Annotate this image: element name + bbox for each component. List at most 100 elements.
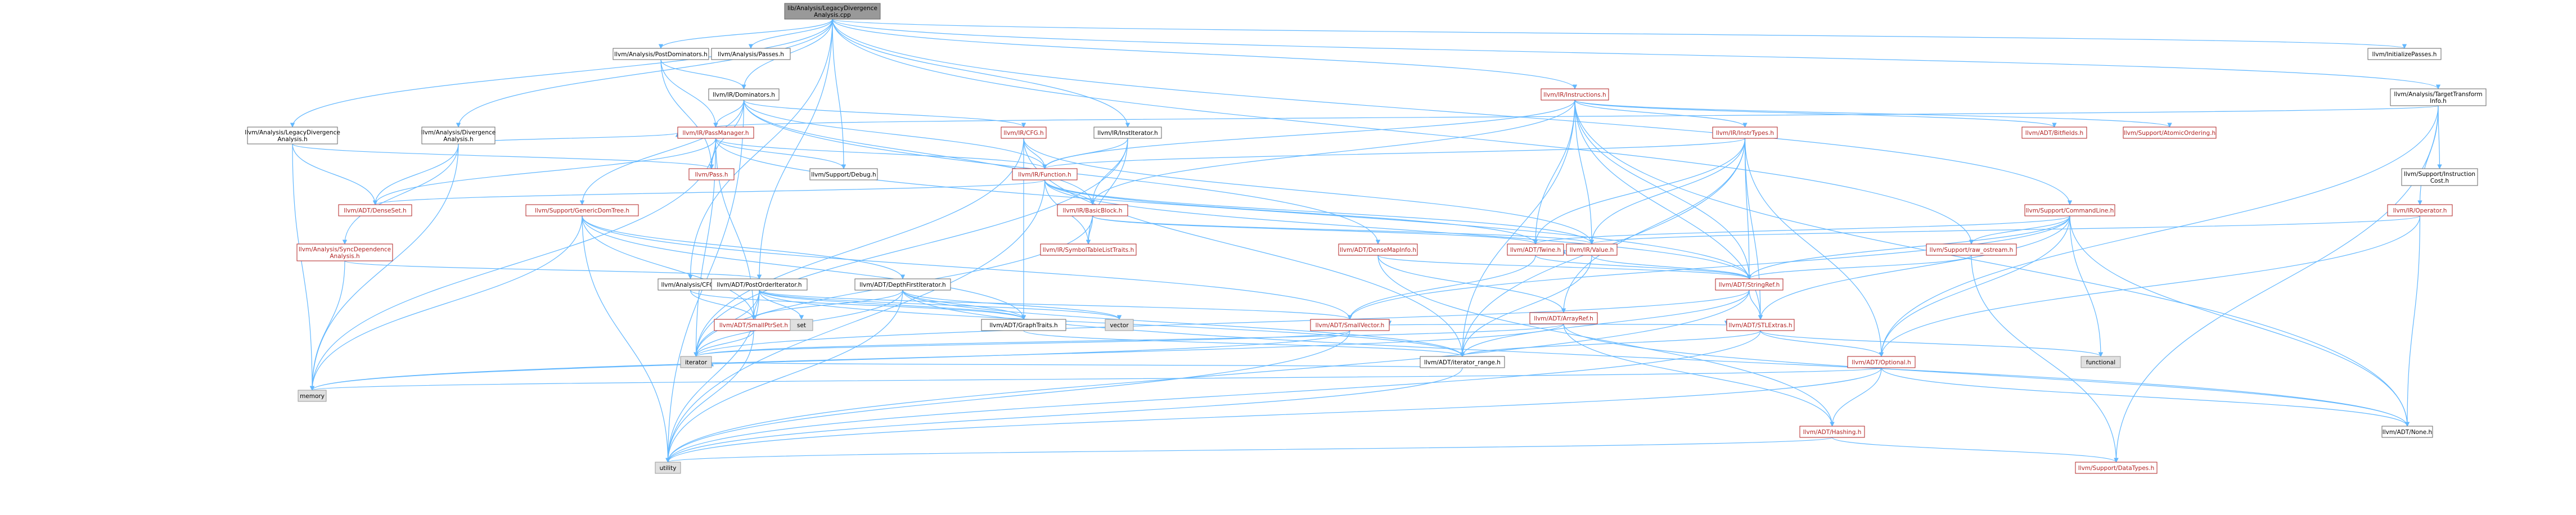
- edge-root-to-initpasses: [832, 19, 2407, 49]
- edge-postorder-to-smallvector: [759, 290, 1352, 320]
- node-dfiterator[interactable]: llvm/ADT/DepthFirstIterator.h: [854, 278, 951, 291]
- node-label: llvm/ADT/SmallVector.h: [1316, 322, 1385, 329]
- edge-smallptrset-to-iterator: [693, 330, 754, 357]
- node-rawostream[interactable]: llvm/Support/raw_ostream.h: [1926, 243, 2017, 256]
- node-function[interactable]: llvm/IR/Function.h: [1012, 168, 1078, 180]
- node-debug[interactable]: llvm/Support/Debug.h: [809, 168, 878, 180]
- node-gendomtree[interactable]: llvm/Support/GenericDomTree.h: [525, 204, 639, 216]
- edge-dominators-to-gendomtree: [579, 100, 745, 205]
- edge-cmdline-to-stlextras: [1758, 215, 2070, 320]
- node-initpasses[interactable]: llvm/InitializePasses.h: [2367, 48, 2442, 60]
- node-smallptrset[interactable]: llvm/ADT/SmallPtrSet.h: [714, 319, 794, 331]
- node-institerator[interactable]: llvm/IR/InstIterator.h: [1093, 127, 1162, 139]
- node-label: llvm/ADT/Optional.h: [1852, 359, 1911, 366]
- edge-root-to-rawostream: [832, 19, 1974, 245]
- edge-graphtraits-to-iterrange: [1023, 330, 1465, 357]
- node-label: llvm/ADT/StringRef.h: [1719, 282, 1780, 288]
- node-label: vector: [1110, 322, 1129, 329]
- node-bitfields[interactable]: llvm/ADT/Bitfields.h: [2021, 127, 2087, 139]
- node-stringref[interactable]: llvm/ADT/StringRef.h: [1715, 278, 1784, 291]
- node-box: [1093, 127, 1162, 139]
- node-cfg[interactable]: llvm/IR/CFG.h: [1001, 127, 1047, 139]
- edge-instructions-to-value: [1574, 100, 1595, 245]
- node-label: llvm/IR/Value.h: [1570, 247, 1614, 254]
- edge-institerator-to-symtab: [1086, 138, 1128, 245]
- node-basicblock[interactable]: llvm/IR/BasicBlock.h: [1057, 204, 1128, 216]
- node-twine[interactable]: llvm/ADT/Twine.h: [1507, 243, 1564, 256]
- node-graphtraits[interactable]: llvm/ADT/GraphTraits.h: [981, 319, 1066, 331]
- node-label: llvm/IR/Instructions.h: [1543, 92, 1606, 98]
- node-label: llvm/ADT/STLExtras.h: [1728, 322, 1792, 329]
- node-atomicordering[interactable]: llvm/Support/AtomicOrdering.h: [2123, 127, 2217, 139]
- node-densetset[interactable]: llvm/ADT/DenseSet.h: [338, 204, 412, 216]
- node-hashing[interactable]: llvm/ADT/Hashing.h: [1799, 426, 1865, 438]
- node-box: [338, 204, 412, 216]
- node-postorder[interactable]: llvm/ADT/PostOrderIterator.h: [711, 278, 808, 291]
- edge-legacydiv-to-pass: [292, 143, 714, 169]
- node-box: [688, 168, 735, 180]
- edge-passmanager-to-memory: [309, 138, 717, 391]
- node-pass[interactable]: llvm/Pass.h: [688, 168, 735, 180]
- edge-instructions-to-instrtypes: [1574, 100, 1748, 128]
- node-label: llvm/ADT/DepthFirstIterator.h: [859, 282, 945, 288]
- edge-passmanager-to-densetset: [372, 138, 717, 205]
- edge-analysiscfg-to-smallptrset: [690, 290, 756, 320]
- edge-dominators-to-basicblock: [743, 100, 1095, 205]
- node-label: llvm/Support/AtomicOrdering.h: [2124, 130, 2215, 137]
- node-label: llvm/Pass.h: [695, 171, 728, 178]
- node-operator[interactable]: llvm/IR/Operator.h: [2387, 204, 2453, 216]
- node-passmanager[interactable]: llvm/IR/PassManager.h: [677, 127, 754, 139]
- edge-cfg-to-iterator: [693, 138, 1024, 357]
- node-label: llvm/Analysis/Divergence: [421, 129, 496, 136]
- node-stlextras[interactable]: llvm/ADT/STLExtras.h: [1726, 319, 1795, 331]
- node-label: llvm/Support/raw_ostream.h: [1930, 247, 2014, 254]
- edge-postdom-to-dominators: [660, 59, 746, 89]
- node-label: llvm/Analysis/LegacyDivergence: [245, 129, 340, 136]
- node-instrtypes[interactable]: llvm/IR/InstrTypes.h: [1712, 127, 1778, 139]
- node-dominators[interactable]: llvm/IR/Dominators.h: [708, 88, 780, 101]
- node-none[interactable]: llvm/ADT/None.h: [2381, 426, 2433, 438]
- edge-root-to-passes: [748, 19, 833, 49]
- node-passes[interactable]: llvm/Analysis/Passes.h: [711, 48, 791, 60]
- edge-function-to-stringref: [1044, 179, 1752, 279]
- node-label: Analysis.h: [330, 253, 359, 260]
- node-symtab[interactable]: llvm/IR/SymbolTableListTraits.h: [1040, 243, 1137, 256]
- edge-tti-to-optional: [1879, 105, 2439, 357]
- node-box: [1799, 426, 1865, 438]
- node-instructions[interactable]: llvm/IR/Instructions.h: [1541, 88, 1609, 101]
- edge-value-to-stringref: [1591, 255, 1752, 279]
- node-box: [1420, 356, 1505, 368]
- node-densemapinfo[interactable]: llvm/ADT/DenseMapInfo.h: [1338, 243, 1418, 256]
- node-box: [421, 127, 496, 144]
- node-arrayref[interactable]: llvm/ADT/ArrayRef.h: [1529, 312, 1598, 324]
- edge-smallvector-to-memory: [310, 330, 1350, 391]
- node-cmdline[interactable]: llvm/Support/CommandLine.h: [2024, 204, 2115, 216]
- node-datatypes[interactable]: llvm/Support/DataTypes.h: [2075, 462, 2158, 474]
- node-label: llvm/ADT/Bitfields.h: [2025, 130, 2083, 137]
- node-label: memory: [300, 393, 325, 400]
- edge-smallvector-to-utility: [665, 330, 1350, 463]
- node-box: [1566, 243, 1618, 256]
- node-label: Analysis.h: [277, 136, 307, 143]
- edge-institerator-to-function: [1042, 138, 1128, 169]
- node-box: [655, 462, 681, 474]
- node-label: llvm/IR/SymbolTableListTraits.h: [1043, 247, 1134, 254]
- edge-root-to-debug: [832, 19, 846, 169]
- node-optional[interactable]: llvm/ADT/Optional.h: [1847, 356, 1916, 368]
- edge-optional-to-memory: [310, 367, 1882, 391]
- node-analysiscfg[interactable]: llvm/Analysis/CFG.h: [657, 278, 723, 291]
- edge-divanalysis-to-syncdep: [342, 143, 459, 245]
- node-label: llvm/ADT/Twine.h: [1510, 247, 1561, 254]
- node-iterrange[interactable]: llvm/ADT/iterator_range.h: [1420, 356, 1505, 368]
- node-value[interactable]: llvm/IR/Value.h: [1566, 243, 1618, 256]
- node-smallvector[interactable]: llvm/ADT/SmallVector.h: [1310, 319, 1390, 331]
- edge-stringref-to-stlextras: [1749, 290, 1763, 320]
- node-postdom[interactable]: llvm/Analysis/PostDominators.h: [613, 48, 709, 60]
- node-root[interactable]: lib/Analysis/LegacyDivergenceAnalysis.cp…: [784, 3, 881, 20]
- node-box: [1507, 243, 1564, 256]
